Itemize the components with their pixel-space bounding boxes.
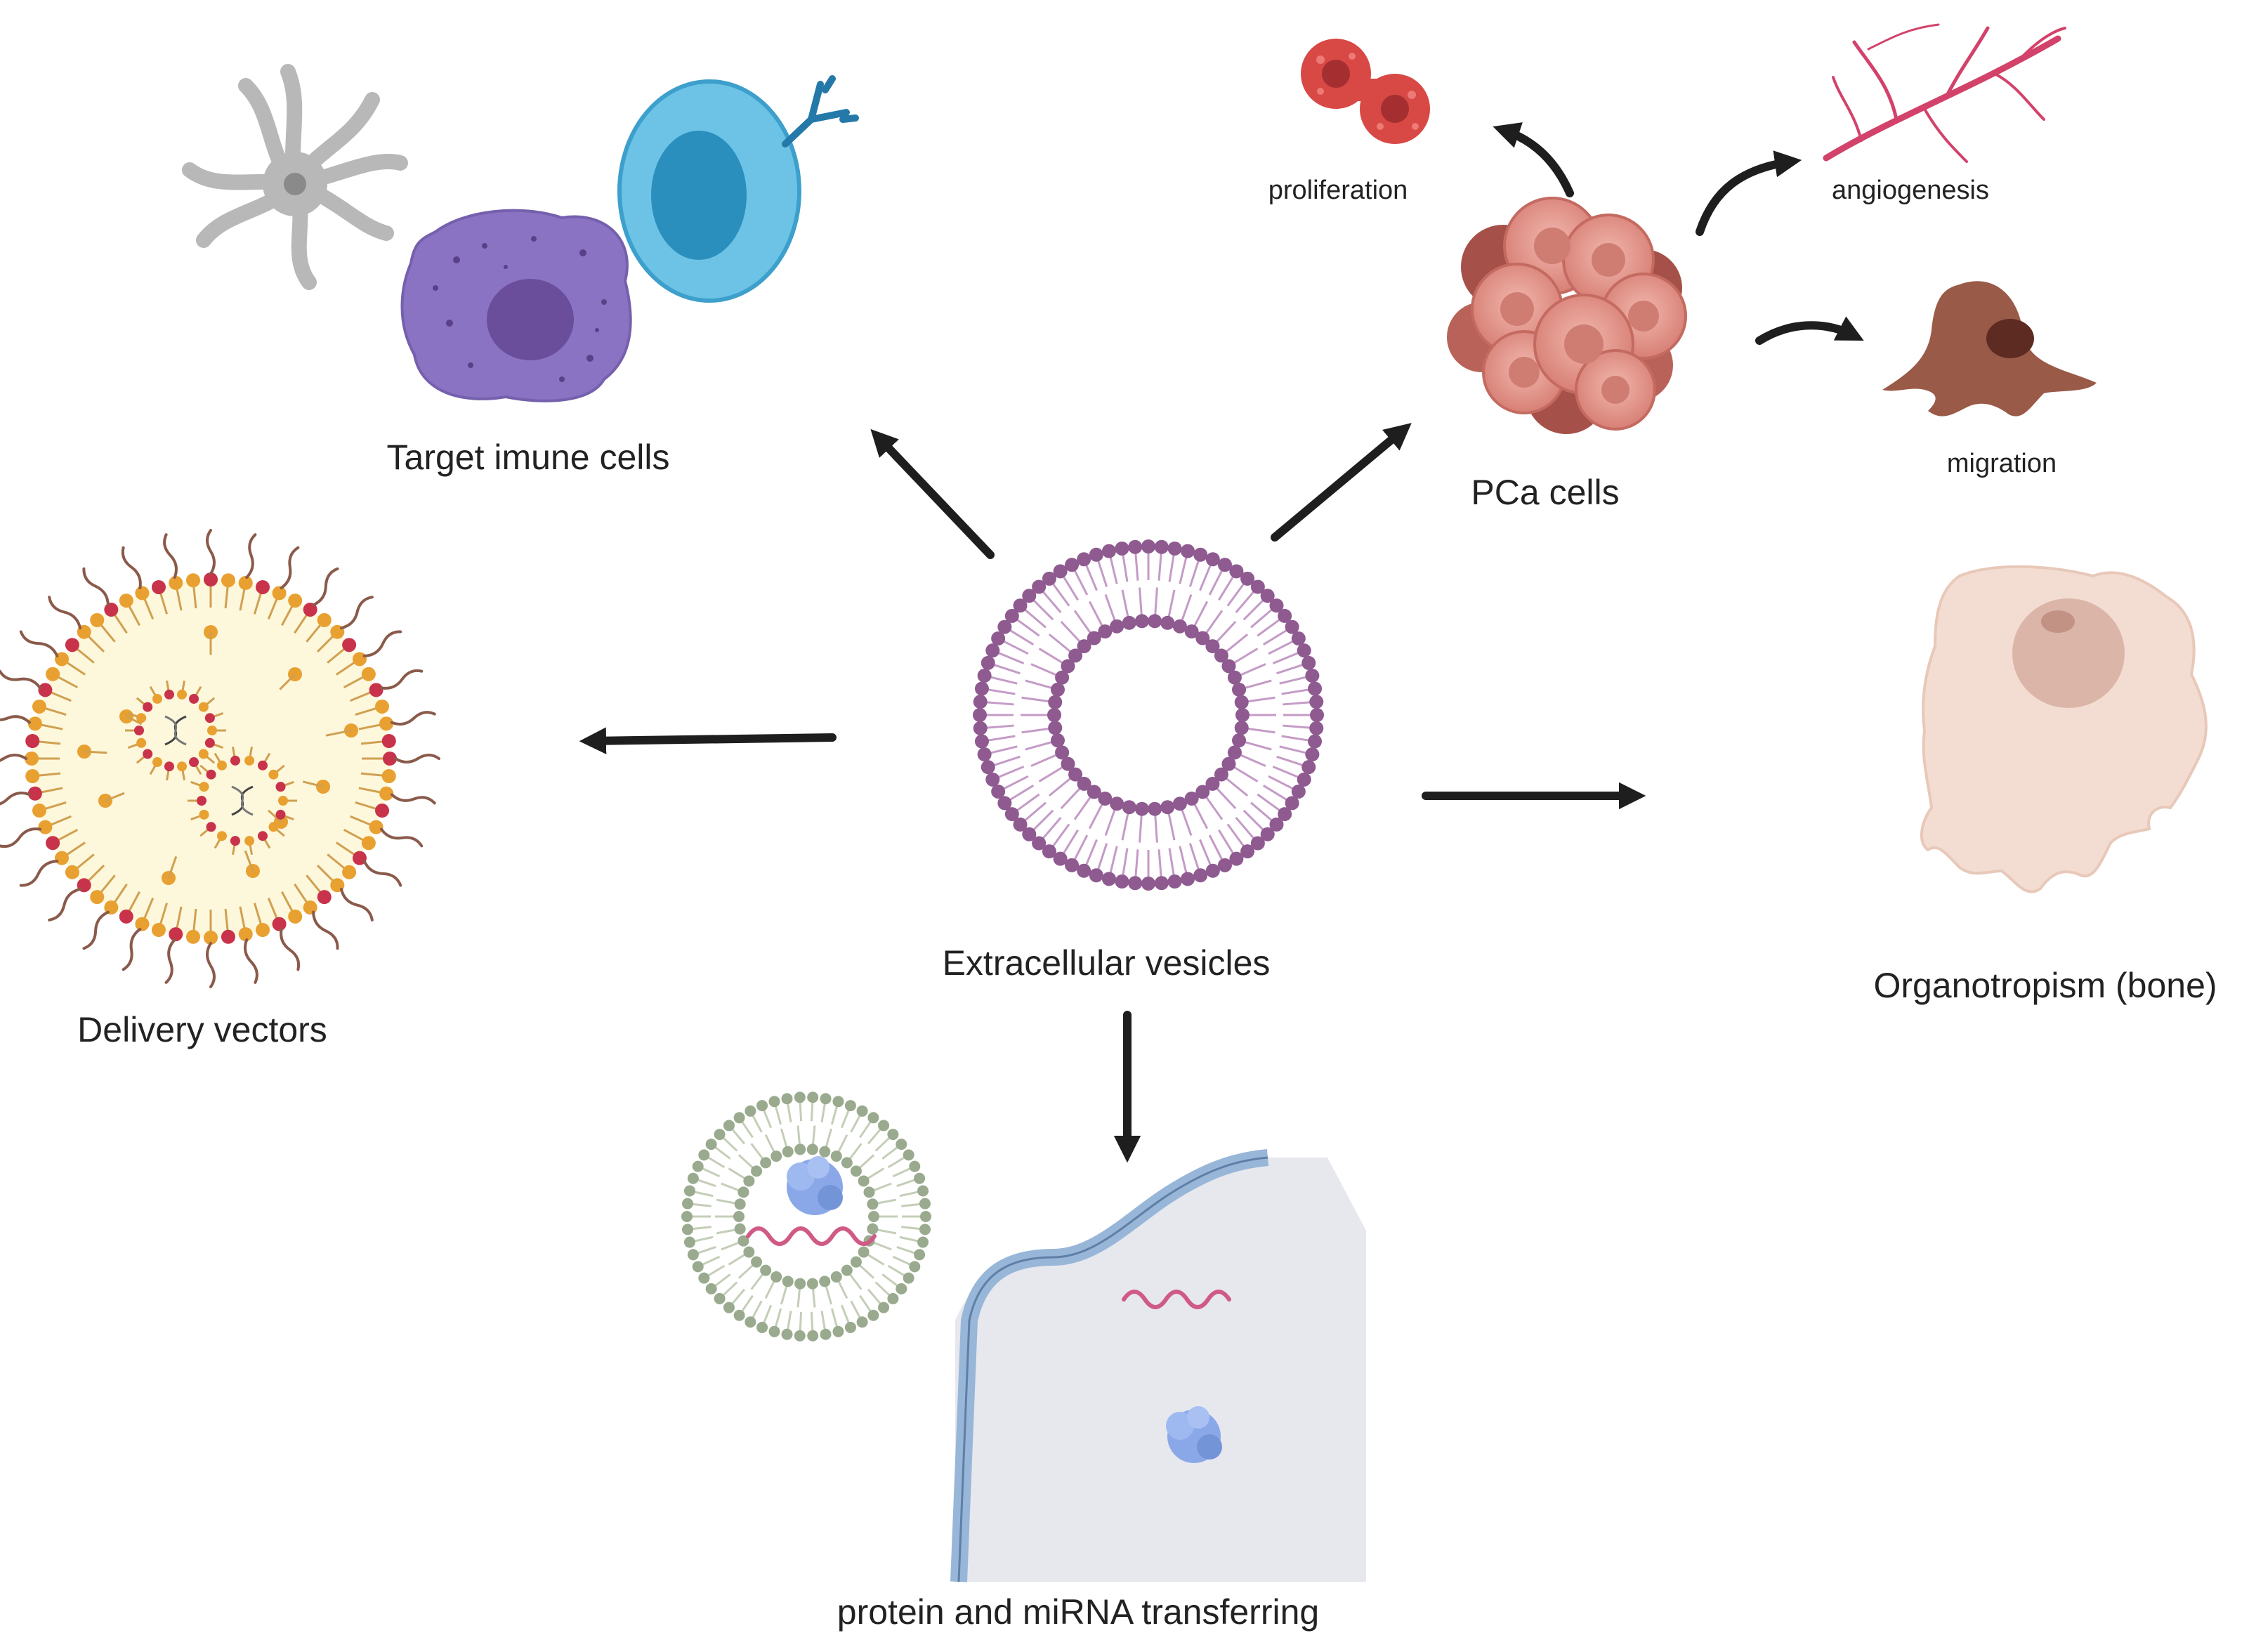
recipient-cell-icon — [950, 1149, 1366, 1582]
small-vesicle-icon — [681, 1092, 931, 1342]
mirna-icon — [1122, 1290, 1231, 1309]
label-extracellular-vesicles: Extracellular vesicles — [943, 943, 1271, 983]
vesicle-mirna-icon — [746, 1226, 877, 1246]
arrows — [579, 122, 1864, 1163]
label-delivery-vectors: Delivery vectors — [77, 1010, 327, 1049]
dividing-cell-icon — [1301, 39, 1430, 144]
label-pca-cells: PCa cells — [1471, 473, 1619, 512]
protein-icon — [1166, 1406, 1222, 1463]
blood-vessel-icon — [1823, 23, 2066, 163]
label-migration: migration — [1947, 449, 2057, 478]
arrow-to-angiogenesis — [1696, 150, 1802, 236]
dna-helix-icon — [231, 785, 254, 816]
osteoclast-icon — [1920, 565, 2208, 893]
immune-cells-group: Target imune cells — [182, 64, 859, 477]
arrow-to-immune — [870, 428, 995, 559]
lymphocyte-icon — [617, 79, 801, 303]
macrophage-icon — [400, 209, 632, 402]
arrow-to-pca — [1271, 423, 1412, 542]
arrow-to-delivery — [579, 727, 837, 754]
vesicle-protein-icon — [787, 1156, 843, 1215]
label-proliferation: proliferation — [1268, 176, 1408, 205]
extracellular-vesicle-icon — [973, 539, 1324, 891]
lipid-nanoparticle-icon — [0, 529, 440, 988]
migrating-cell-icon — [1882, 281, 2097, 417]
transfer-group: protein and miRNA transferring — [681, 1092, 1366, 1632]
arrow-to-migration — [1755, 316, 1864, 345]
label-angiogenesis: angiogenesis — [1832, 176, 1989, 205]
antibody-icon — [782, 75, 859, 148]
label-protein-mirna-transferring: protein and miRNA transferring — [837, 1592, 1319, 1632]
label-organotropism: Organotropism (bone) — [1873, 966, 2217, 1005]
pca-group: proliferation angiogenesis migration — [1268, 23, 2097, 512]
tumor-cluster-icon — [1447, 197, 1687, 434]
dendritic-cell-icon — [182, 64, 408, 290]
dna-helix-icon — [164, 715, 187, 746]
arrow-to-proliferation — [1493, 122, 1574, 197]
label-target-immune-cells: Target imune cells — [387, 438, 670, 477]
